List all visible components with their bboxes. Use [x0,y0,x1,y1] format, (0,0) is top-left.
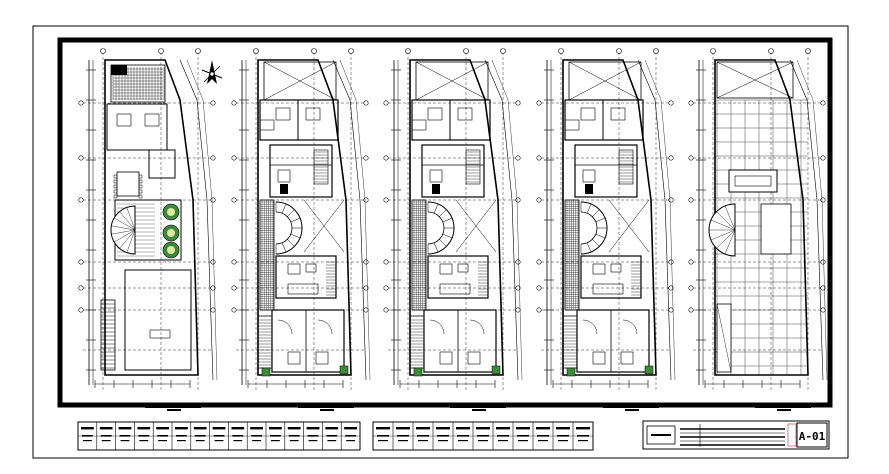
roof-slab [728,169,778,193]
sofa [592,263,606,275]
dining-table [116,171,140,197]
grid-axes [78,48,218,392]
building-outline [409,59,504,376]
north-arrow-icon [201,60,223,84]
stair [562,315,578,369]
door-swing [582,319,598,335]
kitchen-counter [287,283,319,295]
furniture [620,351,634,365]
bed [275,107,291,121]
wc [582,169,596,183]
planter [261,367,271,377]
door-swing [429,319,445,335]
door-swing [317,319,333,335]
scale-bar [450,405,506,411]
desk [564,119,580,131]
wc [277,169,291,183]
fixture [432,184,440,194]
stair [257,315,273,369]
bed [580,107,596,121]
bed [305,107,321,121]
service-area [574,144,638,198]
frame-border [57,37,833,408]
lower-rooms [576,309,650,373]
kitchen-counter [439,283,471,295]
furniture [439,351,453,365]
car [149,329,171,339]
planter [644,365,654,375]
lower-rooms [271,309,345,373]
floor-plan-2 [231,48,371,411]
entry-stair [100,299,116,371]
bed [610,107,626,121]
building-outline [714,59,809,376]
building-outline [104,59,199,376]
floor-plan-1 [78,48,218,411]
scale-bar [298,405,354,411]
hatched-room [110,64,166,103]
door-swing [622,319,638,335]
table [305,263,317,273]
lower-rooms [423,309,497,373]
hatched-wall [259,199,275,311]
planter [339,365,349,375]
sofa [287,263,301,275]
sheet-code: A-01 [799,430,826,443]
bed [427,107,443,121]
sheet-code-box [796,422,828,448]
hatched-wall [411,199,427,311]
planter [566,367,576,377]
fixture [280,184,288,194]
scale-bar [755,405,811,411]
building-outline [257,59,352,376]
furniture [315,351,329,365]
stair [148,149,176,179]
door-swing [469,319,485,335]
room [106,103,168,151]
bed [457,107,473,121]
bed [116,113,132,127]
fixture [585,184,593,194]
water-tank [760,203,792,255]
floor-plan-4 [536,48,676,411]
planter [491,365,501,375]
furniture [287,351,301,365]
door-swing [277,319,293,335]
floor-plans [78,48,828,411]
bed [144,113,160,127]
kitchen-counter [592,283,624,295]
desk [259,119,275,131]
building-outline [562,59,657,376]
outer-border [32,25,849,459]
garage [124,269,192,371]
floor-plan-5 [688,48,828,411]
scale-bar [603,405,659,411]
furniture [467,351,481,365]
sofa [439,263,453,275]
stair [409,315,425,369]
planter [413,367,423,377]
scale-bar [145,405,201,411]
table [457,263,469,273]
service-area [421,144,485,198]
service-area [269,144,333,198]
schedule-table-1 [77,421,361,451]
furniture [592,351,606,365]
table [610,263,622,273]
title-block: A-01 [642,420,830,450]
wc [429,169,443,183]
hatched-wall [564,199,580,311]
desk [411,119,427,131]
schedule-table-2 [372,421,594,451]
grid-axes [536,48,676,392]
patio [110,199,182,261]
floor-plan-3 [383,48,523,411]
